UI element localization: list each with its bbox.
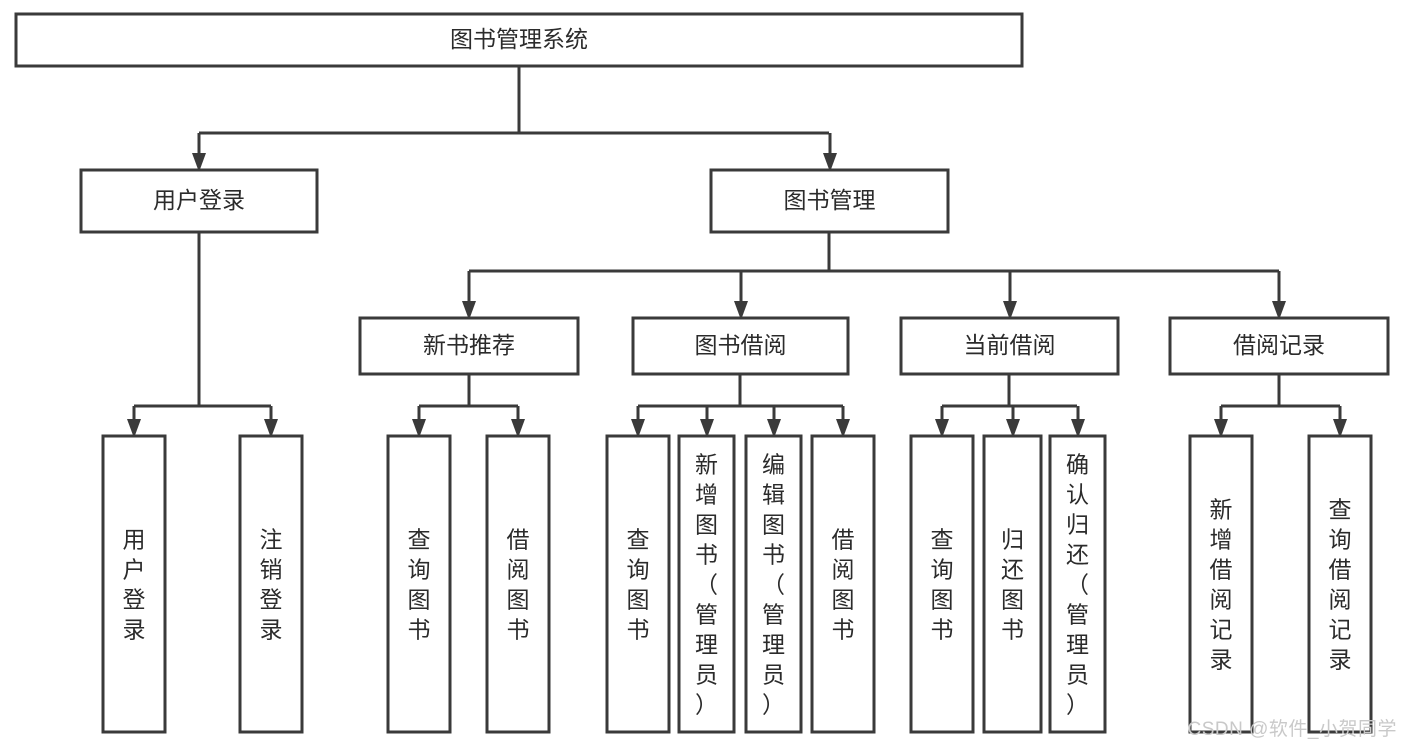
- node-box-leaf-query-book-3[interactable]: [909, 434, 975, 734]
- arrowhead-leaf-borrow-book-2: [836, 419, 850, 438]
- node-label-leaf-query-book-3: 查询图书: [931, 526, 954, 642]
- node-box-user-login[interactable]: [79, 168, 319, 234]
- arrowhead-book-borrow: [734, 301, 748, 320]
- leaf-node-leaf-confirm-return[interactable]: 确认归还（管理员）: [1048, 434, 1107, 734]
- arrowhead-leaf-user-login: [127, 419, 141, 438]
- node-box-book-borrow[interactable]: [631, 316, 850, 376]
- node-label-leaf-query-record: 查询借阅记录: [1329, 496, 1352, 672]
- level3-node-borrow-record[interactable]: 借阅记录: [1168, 316, 1390, 376]
- node-box-leaf-logout[interactable]: [238, 434, 304, 734]
- arrowhead-current-borrow: [1003, 301, 1017, 320]
- leaf-node-leaf-query-book-3[interactable]: 查询图书: [909, 434, 975, 734]
- node-box-leaf-confirm-return[interactable]: [1048, 434, 1107, 734]
- node-label-new-book-recommend: 新书推荐: [423, 332, 515, 358]
- node-box-leaf-add-record[interactable]: [1188, 434, 1254, 734]
- node-label-leaf-return-book: 归还图书: [1001, 526, 1024, 642]
- node-box-leaf-query-book-2[interactable]: [605, 434, 671, 734]
- node-label-current-borrow: 当前借阅: [964, 332, 1056, 358]
- leaf-node-leaf-query-book-2[interactable]: 查询图书: [605, 434, 671, 734]
- node-layer: 图书管理系统用户登录图书管理新书推荐图书借阅当前借阅借阅记录用户登录注销登录查询…: [14, 12, 1390, 734]
- node-box-leaf-edit-book[interactable]: [744, 434, 803, 734]
- arrowhead-leaf-confirm-return: [1071, 419, 1085, 438]
- level3-node-new-book-recommend[interactable]: 新书推荐: [358, 316, 580, 376]
- node-label-leaf-add-record: 新增借阅记录: [1210, 496, 1233, 672]
- leaf-node-leaf-return-book[interactable]: 归还图书: [982, 434, 1043, 734]
- node-label-borrow-record: 借阅记录: [1233, 332, 1325, 358]
- node-label-root: 图书管理系统: [450, 26, 588, 52]
- arrowhead-user-login: [192, 153, 206, 172]
- level2-node-user-login[interactable]: 用户登录: [79, 168, 319, 234]
- root-node-root[interactable]: 图书管理系统: [14, 12, 1024, 68]
- arrowhead-leaf-borrow-book-1: [511, 419, 525, 438]
- leaf-node-leaf-user-login[interactable]: 用户登录: [101, 434, 167, 734]
- node-box-leaf-borrow-book-1[interactable]: [485, 434, 551, 734]
- node-box-borrow-record[interactable]: [1168, 316, 1390, 376]
- arrowhead-book-manage: [823, 153, 837, 172]
- arrowhead-leaf-query-book-2: [631, 419, 645, 438]
- node-box-leaf-query-book-1[interactable]: [386, 434, 452, 734]
- leaf-node-leaf-add-record[interactable]: 新增借阅记录: [1188, 434, 1254, 734]
- leaf-node-leaf-borrow-book-2[interactable]: 借阅图书: [810, 434, 876, 734]
- node-box-leaf-user-login[interactable]: [101, 434, 167, 734]
- level3-node-current-borrow[interactable]: 当前借阅: [899, 316, 1120, 376]
- node-label-book-manage: 图书管理: [784, 187, 876, 213]
- node-label-leaf-user-login: 用户登录: [123, 526, 146, 642]
- node-label-leaf-confirm-return: 确认归还（管理员）: [1066, 451, 1089, 717]
- arrowhead-leaf-logout: [264, 419, 278, 438]
- node-label-leaf-edit-book: 编辑图书（管理员）: [762, 451, 785, 717]
- leaf-node-leaf-edit-book[interactable]: 编辑图书（管理员）: [744, 434, 803, 734]
- arrowhead-leaf-edit-book: [767, 419, 781, 438]
- node-label-leaf-query-book-2: 查询图书: [627, 526, 650, 642]
- arrowhead-leaf-add-book: [700, 419, 714, 438]
- node-box-leaf-query-record[interactable]: [1307, 434, 1373, 734]
- arrowhead-leaf-query-record: [1333, 419, 1347, 438]
- node-label-book-borrow: 图书借阅: [695, 332, 787, 358]
- arrowhead-leaf-return-book: [1006, 419, 1020, 438]
- node-box-current-borrow[interactable]: [899, 316, 1120, 376]
- leaf-node-leaf-query-book-1[interactable]: 查询图书: [386, 434, 452, 734]
- node-box-leaf-borrow-book-2[interactable]: [810, 434, 876, 734]
- leaf-node-leaf-logout[interactable]: 注销登录: [238, 434, 304, 734]
- node-label-leaf-query-book-1: 查询图书: [408, 526, 431, 642]
- node-label-leaf-logout: 注销登录: [260, 526, 283, 642]
- arrowhead-leaf-query-book-3: [935, 419, 949, 438]
- arrowhead-leaf-query-book-1: [412, 419, 426, 438]
- connector-layer: [132, 66, 1342, 421]
- node-box-root[interactable]: [14, 12, 1024, 68]
- leaf-node-leaf-query-record[interactable]: 查询借阅记录: [1307, 434, 1373, 734]
- node-box-leaf-add-book[interactable]: [677, 434, 736, 734]
- arrowhead-borrow-record: [1272, 301, 1286, 320]
- node-box-new-book-recommend[interactable]: [358, 316, 580, 376]
- level2-node-book-manage[interactable]: 图书管理: [709, 168, 950, 234]
- leaf-node-leaf-add-book[interactable]: 新增图书（管理员）: [677, 434, 736, 734]
- node-label-leaf-borrow-book-2: 借阅图书: [832, 526, 855, 642]
- watermark-text: CSDN @软件_小贺同学: [1187, 719, 1397, 740]
- node-box-leaf-return-book[interactable]: [982, 434, 1043, 734]
- node-label-user-login: 用户登录: [153, 187, 245, 213]
- leaf-node-leaf-borrow-book-1[interactable]: 借阅图书: [485, 434, 551, 734]
- arrowhead-leaf-add-record: [1214, 419, 1228, 438]
- node-label-leaf-borrow-book-1: 借阅图书: [507, 526, 530, 642]
- node-box-book-manage[interactable]: [709, 168, 950, 234]
- arrowhead-layer: [127, 153, 1347, 438]
- node-label-leaf-add-book: 新增图书（管理员）: [695, 451, 718, 717]
- arrowhead-new-book-recommend: [462, 301, 476, 320]
- level3-node-book-borrow[interactable]: 图书借阅: [631, 316, 850, 376]
